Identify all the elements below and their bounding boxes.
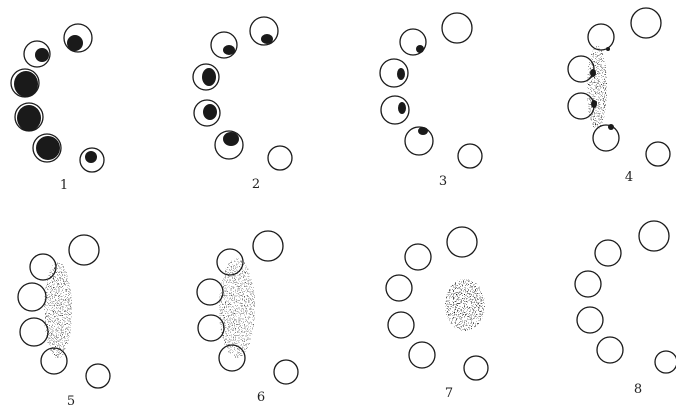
panel-label-5: 5 <box>67 394 75 407</box>
panel-label-2: 2 <box>252 177 260 192</box>
panel-7-stipple <box>445 279 485 331</box>
panel-3-nuclei <box>397 45 428 135</box>
panel-3 <box>380 13 482 168</box>
panel-label-1: 1 <box>60 178 68 193</box>
panel-2 <box>193 17 292 170</box>
panel-4 <box>568 8 670 166</box>
panel-4-stipple <box>587 46 607 130</box>
panel-5-stipple <box>44 262 72 358</box>
panel-1-nuclei <box>14 35 97 163</box>
panel-label-8: 8 <box>634 382 642 397</box>
panel-label-6: 6 <box>257 390 265 405</box>
panel-label-7: 7 <box>445 386 453 401</box>
panel-8 <box>575 221 676 373</box>
panel-6-stipple <box>219 258 255 358</box>
panel-label-4: 4 <box>625 170 633 185</box>
panel-label-3: 3 <box>439 174 447 189</box>
